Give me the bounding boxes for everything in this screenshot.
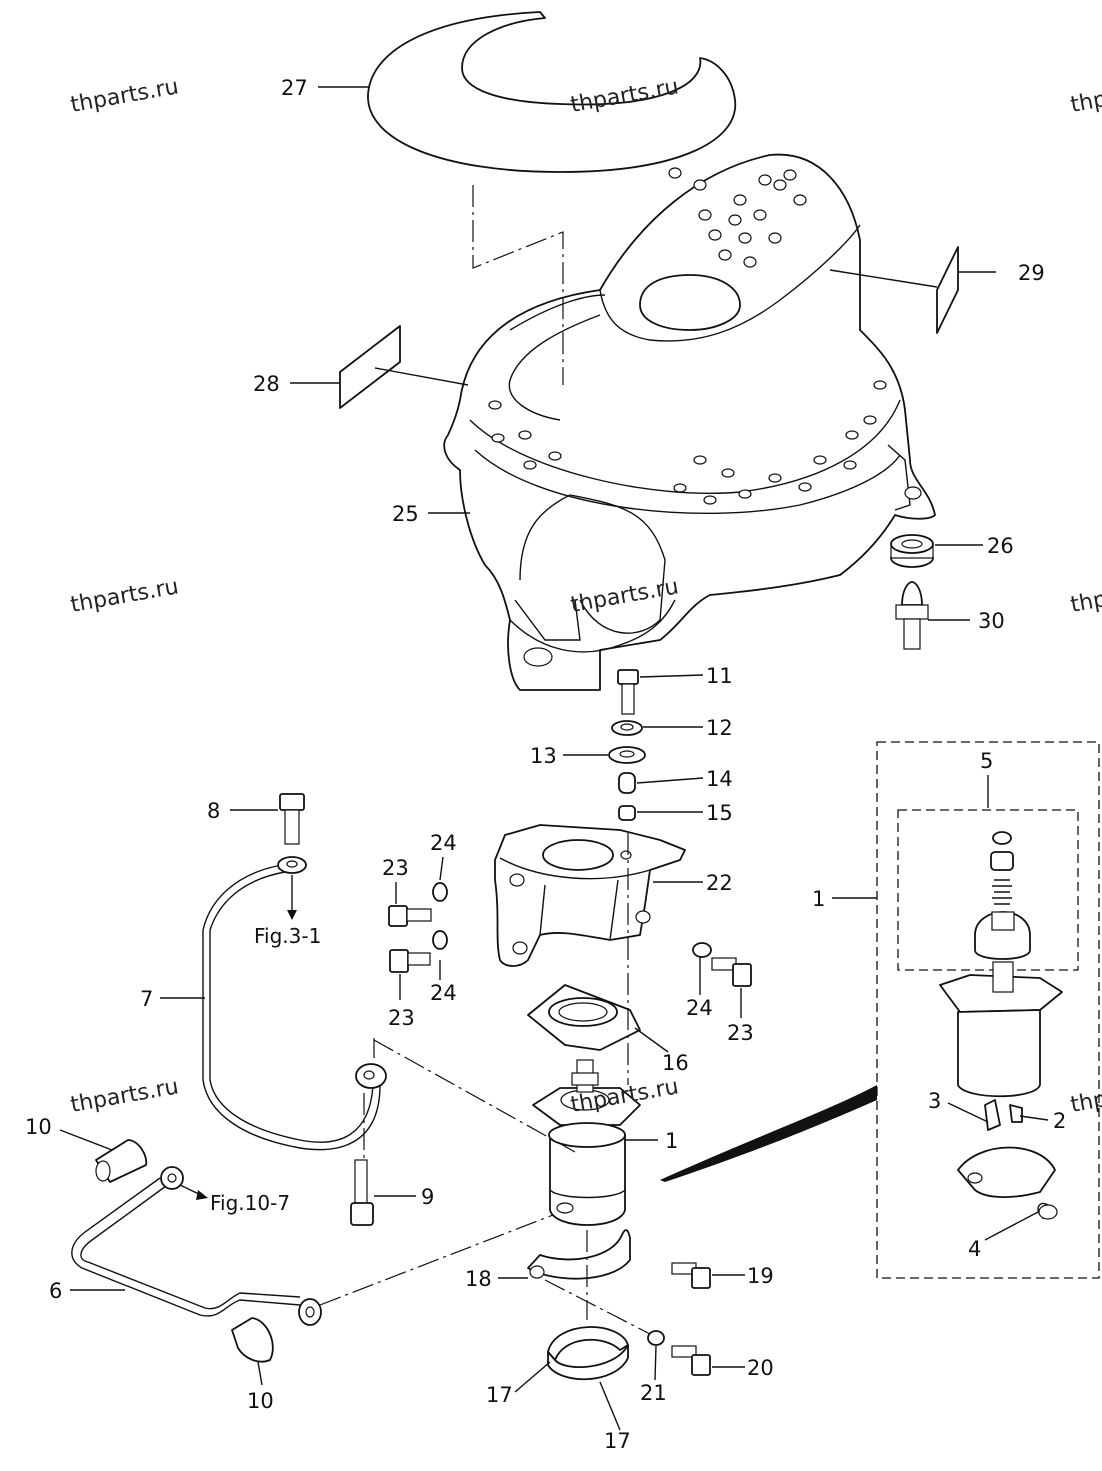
part-25-cover <box>443 153 936 691</box>
part-19-bolt <box>671 1262 711 1289</box>
part-11-bolt <box>617 669 639 715</box>
callout-13: 13 <box>530 744 557 768</box>
part-24-washer-lower <box>432 930 448 950</box>
cover-dimples <box>488 167 887 505</box>
callout-6: 6 <box>49 1279 62 1303</box>
watermark: thp <box>1069 87 1102 118</box>
part-23-bolt-right <box>711 957 752 987</box>
callout-19: 19 <box>747 1264 774 1288</box>
callout-28: 28 <box>253 372 280 396</box>
part-29-label <box>936 246 959 334</box>
part-12-washer <box>611 720 643 736</box>
part-24-washer-upper <box>432 882 448 902</box>
part-1-starter-motor <box>532 1059 641 1226</box>
part-23-bolt-upper <box>388 905 432 927</box>
part-22-bracket <box>494 824 686 967</box>
part-27-pad <box>367 11 737 173</box>
part-18-band <box>527 1229 631 1280</box>
callout-29: 29 <box>1018 261 1045 285</box>
callout-15: 15 <box>706 801 733 825</box>
callout-16: 16 <box>662 1051 689 1075</box>
part-15-nut <box>618 805 636 821</box>
callout-12: 12 <box>706 716 733 740</box>
callout-8: 8 <box>207 799 220 823</box>
part-23-bolt-lower <box>389 949 431 973</box>
callout-30: 30 <box>978 609 1005 633</box>
part-28-label <box>339 325 401 409</box>
part-14-collar <box>618 772 636 794</box>
watermark: thparts.ru <box>69 574 181 618</box>
part-20-bolt <box>671 1345 711 1376</box>
callout-18: 18 <box>465 1267 492 1291</box>
callout-10b: 10 <box>247 1389 274 1413</box>
callout-23a: 23 <box>382 856 409 880</box>
part-6-lead-wire <box>71 1166 322 1326</box>
callout-11: 11 <box>706 664 733 688</box>
callout-22: 22 <box>706 871 733 895</box>
part-10-cap-upper <box>95 1139 148 1183</box>
watermark: thp <box>1069 1087 1102 1118</box>
watermark: thparts.ru <box>69 1074 181 1118</box>
reference-fig-10-7: Fig.10-7 <box>210 1191 290 1215</box>
part-7-lead-wire <box>202 865 387 1151</box>
callout-25: 25 <box>392 502 419 526</box>
watermarks: thparts.ru thparts.ru thp thparts.ru thp… <box>69 74 1102 1118</box>
callouts: 27 29 28 25 26 30 11 12 13 14 15 8 24 23… <box>25 76 1066 1453</box>
callout-24a: 24 <box>430 831 457 855</box>
callout-14: 14 <box>706 767 733 791</box>
part-21-washer <box>647 1330 665 1346</box>
part-10-cap-lower <box>231 1317 274 1363</box>
part-8-bolt <box>277 793 307 874</box>
callout-24b: 24 <box>430 981 457 1005</box>
callout-20: 20 <box>747 1356 774 1380</box>
callout-26: 26 <box>987 534 1014 558</box>
callout-21: 21 <box>640 1381 667 1405</box>
callout-27: 27 <box>281 76 308 100</box>
part-17-clip <box>547 1326 629 1381</box>
part-30-pin <box>895 581 929 650</box>
callout-23c: 23 <box>727 1021 754 1045</box>
part-13-washer <box>608 746 646 764</box>
callout-1b: 1 <box>812 887 825 911</box>
watermark: thparts.ru <box>69 74 181 118</box>
watermark: thp <box>1069 587 1102 618</box>
callout-17a: 17 <box>486 1383 513 1407</box>
callout-1a: 1 <box>665 1129 678 1153</box>
callout-23b: 23 <box>388 1006 415 1030</box>
callout-24c: 24 <box>686 996 713 1020</box>
callout-2: 2 <box>1053 1109 1066 1133</box>
leader-lines <box>59 86 1049 1431</box>
callout-9: 9 <box>421 1185 434 1209</box>
part-26-grommet <box>890 534 934 568</box>
part-16-gasket <box>527 984 641 1051</box>
callout-7: 7 <box>140 987 153 1011</box>
part-9-bolt <box>350 1159 374 1226</box>
callout-4: 4 <box>968 1237 981 1261</box>
detail-box-starter <box>876 741 1100 1279</box>
callout-5: 5 <box>980 749 993 773</box>
callout-17b: 17 <box>604 1429 631 1453</box>
reference-fig-3-1: Fig.3-1 <box>254 924 321 948</box>
part-24-washer-right <box>692 942 712 958</box>
callout-10a: 10 <box>25 1115 52 1139</box>
callout-3: 3 <box>928 1089 941 1113</box>
